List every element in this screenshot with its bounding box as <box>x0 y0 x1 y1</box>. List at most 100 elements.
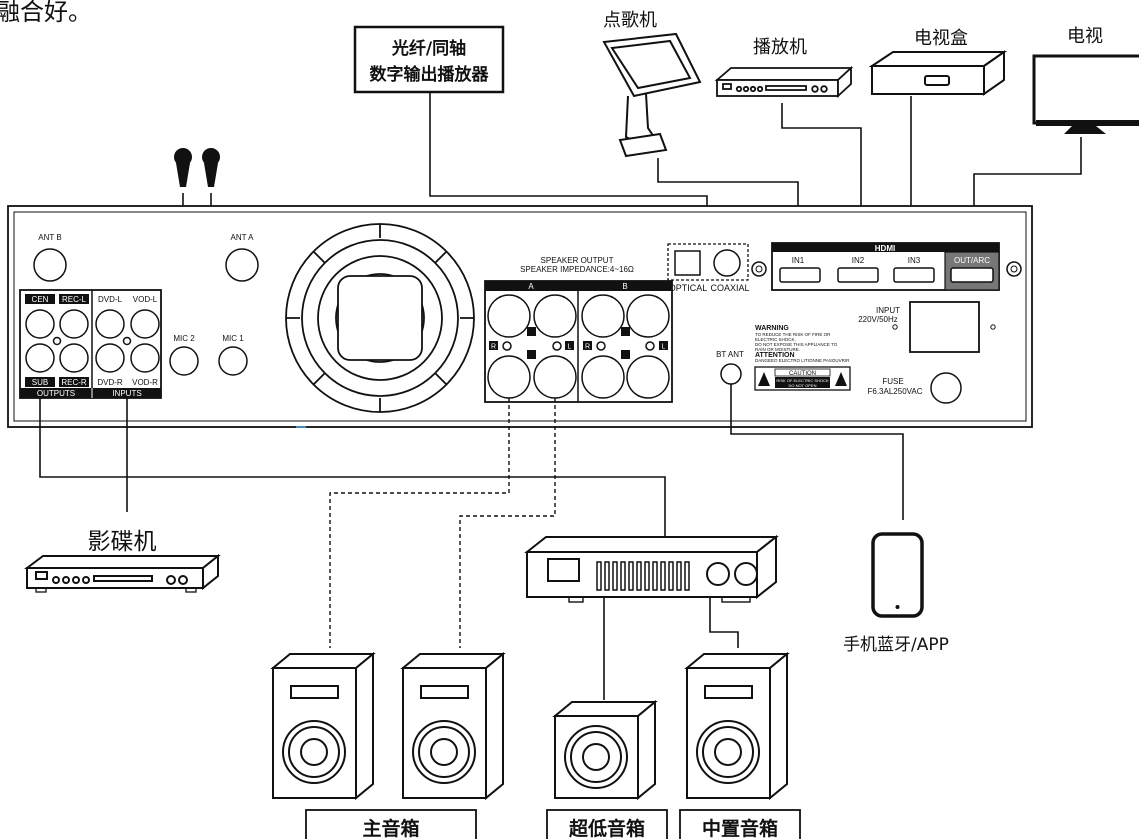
sub-jack[interactable] <box>25 343 55 373</box>
dvd-player-label: 影碟机 <box>88 529 157 555</box>
r-marker-icon <box>583 341 592 350</box>
power-input: INPUT 220V/50Hz <box>858 301 996 353</box>
attention-title: ATTENTION <box>755 352 795 359</box>
warning-line3: DO NOT EXPOSE THIS APPLIANCE TO <box>755 342 838 347</box>
hdmi-out-arc-label: OUT/ARC <box>954 256 990 265</box>
bt-ant-jack[interactable] <box>720 363 742 385</box>
hdmi-in2-label: IN2 <box>852 256 865 265</box>
header-cut-text: 融合好。 <box>0 0 92 26</box>
plus-marker-icon <box>527 327 536 336</box>
zone-b-label: B <box>622 282 627 291</box>
center-speaker-label: 中置音箱 <box>702 817 778 839</box>
optical-player-line1: 光纤/同轴 <box>391 38 466 59</box>
screw-icon <box>645 341 655 351</box>
vod-r-jack[interactable] <box>130 343 160 373</box>
ant-b-jack[interactable] <box>33 248 67 282</box>
dvd-l-jack[interactable] <box>95 309 125 339</box>
speaker-a-right-minus[interactable] <box>533 355 577 399</box>
karaoke-machine-icon <box>602 32 702 158</box>
mic2-jack[interactable] <box>169 346 199 376</box>
main-speaker-label: 主音箱 <box>362 817 419 839</box>
minus-marker-icon <box>527 350 536 359</box>
tv-label: 电视 <box>1067 26 1103 47</box>
wire-player <box>781 103 862 243</box>
mic1-label: MIC 1 <box>222 334 244 343</box>
vod-r-label: VOD-R <box>132 378 158 387</box>
fuse-holder[interactable] <box>930 372 962 404</box>
speaker-dashed-wires <box>329 398 556 648</box>
wire-bluetooth <box>730 384 904 520</box>
caution-title: CAUTION <box>789 371 816 377</box>
dvd-player-icon <box>24 553 221 593</box>
vod-l-jack[interactable] <box>130 309 160 339</box>
tv-box: 电视盒 <box>868 28 1008 96</box>
player-label: 播放机 <box>753 37 807 58</box>
coaxial-label: COAXIAL <box>710 283 749 293</box>
karaoke-machine-label: 点歌机 <box>603 10 657 31</box>
hdmi-in3-label: IN3 <box>908 256 921 265</box>
mic1-jack[interactable] <box>218 346 248 376</box>
sub-speaker-label: 超低音箱 <box>568 817 645 839</box>
speaker-b-left-plus[interactable] <box>581 294 625 338</box>
caution-line2: DO NOT OPEN <box>789 383 817 388</box>
inputs-footer: INPUTS <box>112 389 141 398</box>
speaker-b-right-minus[interactable] <box>626 355 670 399</box>
phone: 手机蓝牙/APP <box>843 532 949 655</box>
optical-label: OPTICAL <box>669 283 708 293</box>
l-marker-icon <box>659 341 668 350</box>
fuse-rating: F6.3AL250VAC <box>868 387 923 396</box>
optical-player-box: 光纤/同轴 数字输出播放器 <box>353 25 505 94</box>
tv-box-label: 电视盒 <box>914 28 968 49</box>
speaker-b-left-minus[interactable] <box>581 355 625 399</box>
mic2-label: MIC 2 <box>173 334 195 343</box>
ant-b-label: ANT B <box>38 233 61 242</box>
wire-main-right <box>459 398 556 648</box>
phone-icon <box>871 532 924 618</box>
rec-r-jack[interactable] <box>59 343 89 373</box>
optical-port[interactable] <box>674 250 701 276</box>
minus-marker-icon <box>621 350 630 359</box>
dvd-r-jack[interactable] <box>95 343 125 373</box>
cen-jack[interactable] <box>25 309 55 339</box>
speaker-a-left-plus[interactable] <box>487 294 531 338</box>
hdmi-out-arc-port[interactable] <box>950 267 994 283</box>
hdmi-in2-port[interactable] <box>837 267 879 283</box>
input-screw-icon <box>122 336 132 346</box>
warning-label: WARNING TO REDUCE THE RISK OF FIRE OR EL… <box>754 325 851 391</box>
hdmi-in3-port[interactable] <box>893 267 935 283</box>
screw-icon <box>596 341 606 351</box>
dvd-player: 影碟机 <box>24 529 221 593</box>
speaker-label-center: 中置音箱 <box>679 809 801 839</box>
phone-label: 手机蓝牙/APP <box>843 635 949 655</box>
speaker-a-left-minus[interactable] <box>487 355 531 399</box>
warning-line4: RAIN OR MOISTURE. <box>755 347 800 352</box>
coaxial-port[interactable] <box>713 249 741 277</box>
fuse-label: FUSE <box>882 377 903 386</box>
power-socket[interactable] <box>909 301 980 353</box>
wire-amp-center <box>709 597 739 648</box>
screw-icon <box>502 341 512 351</box>
warning-line1: TO REDUCE THE RISK OF FIRE OR <box>755 332 831 337</box>
speaker-impedance: SPEAKER IMPEDANCE:4~16Ω <box>520 265 634 274</box>
karaoke-machine: 点歌机 <box>602 10 702 158</box>
hdmi-in1-port[interactable] <box>779 267 821 283</box>
speaker-a-right-plus[interactable] <box>533 294 577 338</box>
speaker-b-right-plus[interactable] <box>626 294 670 338</box>
rec-r-label: REC-R <box>61 378 87 387</box>
ant-a-jack[interactable] <box>225 248 259 282</box>
output-screw-icon <box>52 336 62 346</box>
outputs-footer: OUTPUTS <box>37 389 75 398</box>
zone-a-label: A <box>528 282 534 291</box>
vod-l-label: VOD-L <box>133 295 158 304</box>
ant-a-label: ANT A <box>231 233 255 242</box>
dvd-r-label: DVD-R <box>97 378 123 387</box>
screw-icon <box>1006 261 1022 277</box>
rec-l-jack[interactable] <box>59 309 89 339</box>
bt-ant-label: BT ANT <box>716 350 744 359</box>
input-power-line1: INPUT <box>876 306 900 315</box>
microphone-1 <box>202 148 220 187</box>
warning-line2: ELECTRIC SHOCK, <box>755 337 796 342</box>
speaker-output-title: SPEAKER OUTPUT <box>541 256 614 265</box>
